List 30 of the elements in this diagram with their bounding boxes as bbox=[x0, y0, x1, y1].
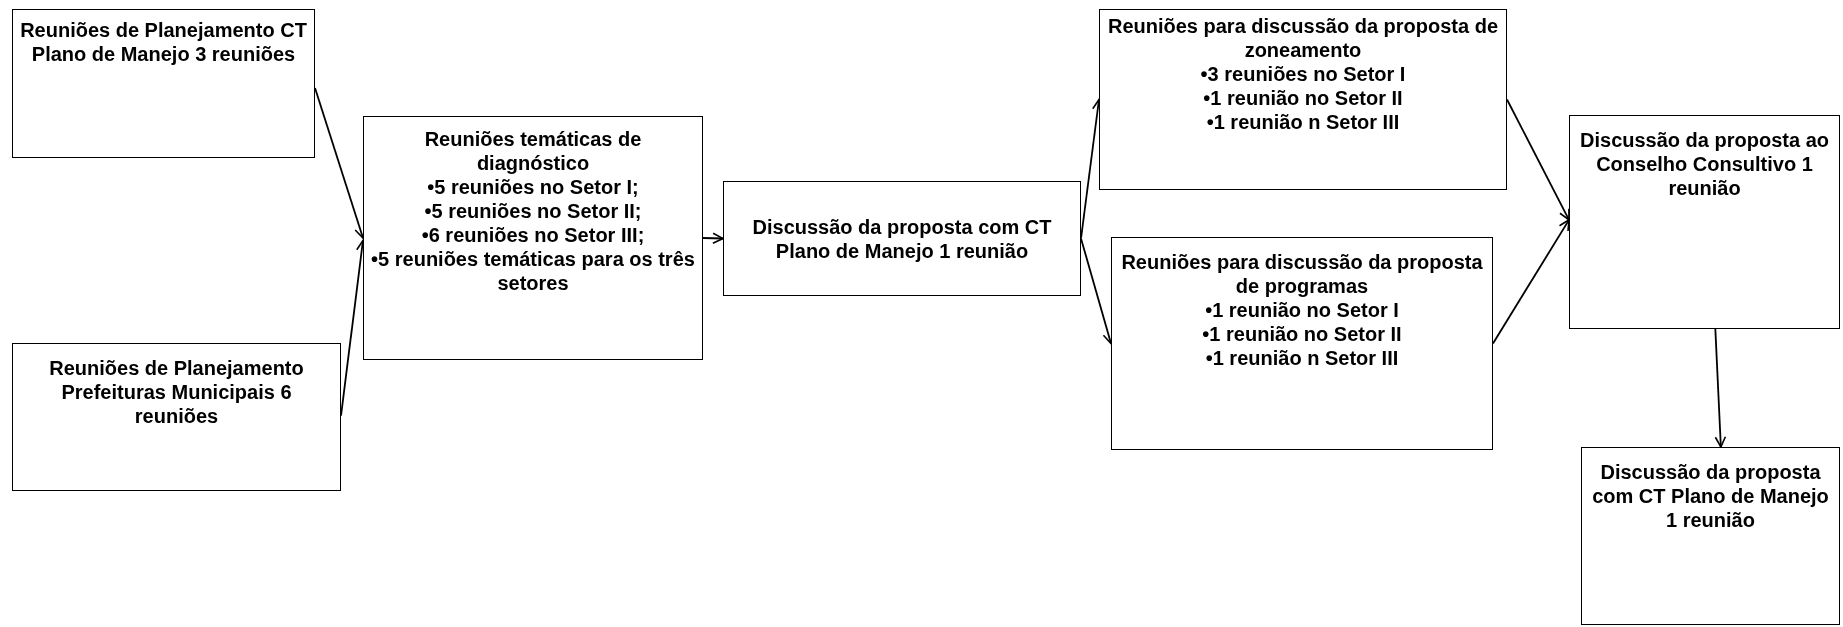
arrow bbox=[1506, 98, 1570, 221]
process-box bbox=[723, 181, 1081, 296]
process-box bbox=[1569, 115, 1840, 329]
arrow bbox=[702, 232, 724, 245]
box-text: •5 reuniões temáticas para os três setores bbox=[370, 247, 696, 295]
box-text: •1 reunião n Setor III bbox=[1206, 110, 1400, 134]
box-text: •5 reuniões no Setor II; bbox=[424, 199, 642, 223]
box-text: Discussão da proposta com CT Plano de Manejo 1 reunião bbox=[1591, 460, 1830, 532]
process-box bbox=[1581, 447, 1840, 625]
box-text: Reuniões de Planejamento CT Plano de Manejo 3 reuniões bbox=[19, 18, 308, 66]
process-box bbox=[12, 343, 341, 491]
box-text: •1 reunião n Setor III bbox=[1205, 346, 1399, 370]
box-text: •1 reunião no Setor I bbox=[1205, 298, 1399, 322]
process-box bbox=[1099, 9, 1507, 190]
box-text: •3 reuniões no Setor I bbox=[1200, 62, 1406, 86]
box-text: Reuniões para discussão da proposta de programas bbox=[1120, 250, 1484, 298]
box-text: •1 reunião no Setor II bbox=[1203, 86, 1403, 110]
process-box bbox=[1111, 237, 1493, 450]
arrow bbox=[1492, 218, 1570, 345]
box-text: Discussão da proposta ao Conselho Consultivo 1 reunião bbox=[1579, 128, 1830, 200]
process-box bbox=[363, 116, 703, 360]
box-text: •5 reuniões no Setor I; bbox=[427, 175, 639, 199]
box-text: Reuniões para discussão da proposta de zoneamento bbox=[1106, 14, 1500, 62]
box-text: Discussão da proposta com CT Plano de Manejo 1 reunião bbox=[751, 214, 1053, 263]
box-text: •1 reunião no Setor II bbox=[1202, 322, 1402, 346]
box-text: Reuniões temáticas de diagnóstico bbox=[423, 127, 643, 175]
box-text: •6 reuniões no Setor III; bbox=[421, 223, 645, 247]
arrow bbox=[1714, 328, 1727, 448]
box-text: Reuniões de Planejamento Prefeituras Municipais 6 reuniões bbox=[48, 356, 305, 428]
process-box bbox=[12, 9, 315, 158]
